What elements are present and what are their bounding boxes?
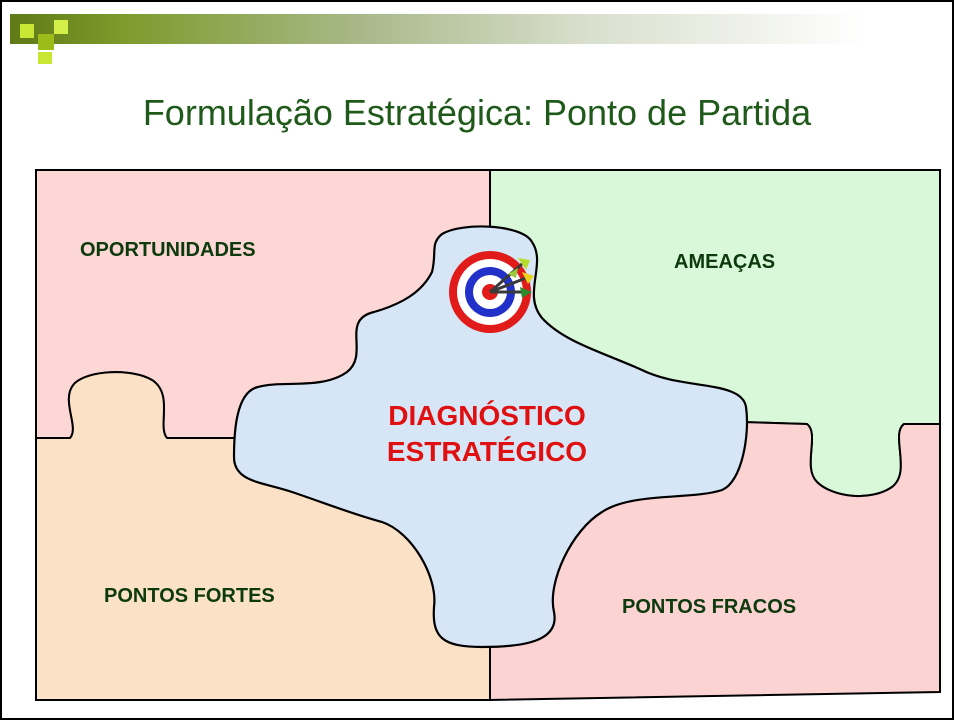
diagnosis-center-piece xyxy=(232,225,749,649)
diagnosis-label: DIAGNÓSTICO ESTRATÉGICO xyxy=(342,398,632,470)
strengths-label: PONTOS FORTES xyxy=(104,585,275,607)
slide-title: Formulação Estratégica: Ponto de Partida xyxy=(142,92,812,133)
weaknesses-label: PONTOS FRACOS xyxy=(622,596,797,618)
corner-square-decoration xyxy=(54,20,68,34)
target-with-darts-icon xyxy=(449,251,534,333)
header-gradient-bar xyxy=(10,14,940,44)
diagnosis-label-line2: ESTRATÉGICO xyxy=(386,436,588,467)
threats-label: AMEAÇAS xyxy=(674,251,776,273)
corner-square-decoration xyxy=(38,34,54,50)
strengths-piece xyxy=(35,371,491,701)
corner-square-decoration xyxy=(38,52,52,64)
diagnosis-label-line1: DIAGNÓSTICO xyxy=(388,400,586,431)
corner-square-decoration xyxy=(20,24,34,38)
opportunities-label: OPORTUNIDADES xyxy=(80,239,256,261)
